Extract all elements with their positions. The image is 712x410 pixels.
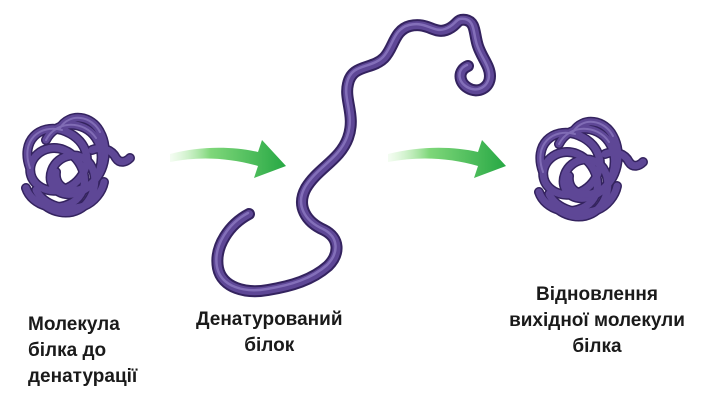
renatured-label-line-1: Відновлення xyxy=(492,282,702,308)
renatured-protein-label: Відновлення вихідної молекули білка xyxy=(492,282,702,360)
native-label-line-2: білка до xyxy=(28,338,137,364)
renatured-label-line-3: білка xyxy=(492,334,702,360)
native-protein-molecule xyxy=(26,118,130,213)
native-label-line-3: денатурації xyxy=(28,364,137,390)
renatured-protein-molecule xyxy=(539,122,643,217)
renatured-label-line-2: вихідної молекули xyxy=(492,308,702,334)
native-label-line-1: Молекула xyxy=(28,312,137,338)
arrow-denaturation xyxy=(170,140,286,178)
denatured-label-line-1: Денатурований xyxy=(196,307,343,333)
denatured-label-line-2: білок xyxy=(196,333,343,359)
denatured-protein-label: Денатурований білок xyxy=(196,307,343,359)
native-protein-label: Молекула білка до денатурації xyxy=(28,312,137,390)
arrow-renaturation xyxy=(388,140,506,178)
